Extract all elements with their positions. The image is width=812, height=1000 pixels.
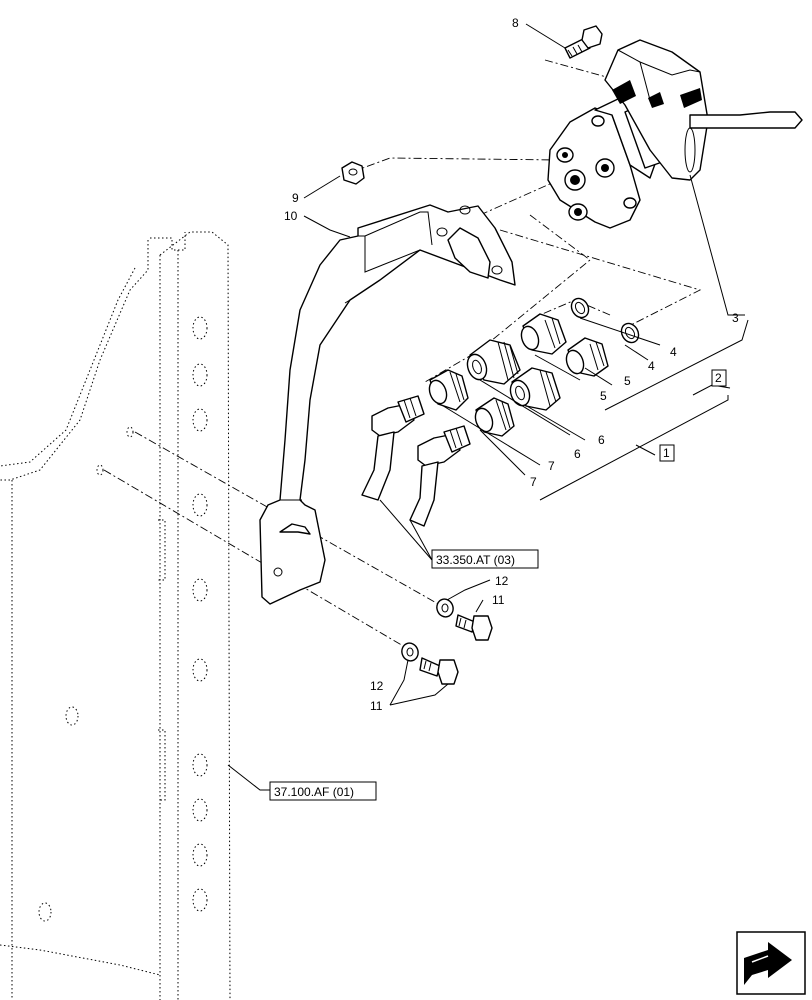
- assembly-callout-1: 1: [659, 444, 675, 462]
- reference-label: 33.350.AT (03): [436, 553, 515, 567]
- arrow-navigation-icon[interactable]: [736, 931, 806, 995]
- sealing-rings: [570, 297, 640, 344]
- mounting-bracket: [259, 204, 516, 605]
- reference-label: 37.100.AF (01): [274, 785, 354, 799]
- callout-7: 7: [530, 475, 537, 489]
- callout-11: 11: [492, 593, 505, 607]
- nut-9: [341, 161, 365, 185]
- frame-rail: [0, 231, 231, 1000]
- callout-5: 5: [600, 389, 607, 403]
- callout-10: 10: [284, 209, 298, 223]
- control-valve: [547, 39, 803, 229]
- callout-5: 5: [624, 374, 631, 388]
- callout-4: 4: [648, 359, 655, 373]
- hose-ends: [361, 395, 471, 527]
- assembly-2-label: 2: [715, 371, 722, 385]
- assembly-1-label: 1: [663, 446, 670, 460]
- bolt-8: [564, 25, 603, 59]
- alignment-lines: [103, 59, 702, 651]
- callout-9: 9: [292, 191, 299, 205]
- callout-4: 4: [670, 345, 677, 359]
- assembly-callout-2: 2: [711, 369, 727, 387]
- callout-8: 8: [512, 16, 519, 30]
- callout-12: 12: [495, 574, 509, 588]
- callout-labels: 8 9 10 3 4 4 5 5 6 6 7 7 12 11 12 11: [284, 16, 739, 713]
- callout-7: 7: [548, 459, 555, 473]
- callout-11: 11: [370, 699, 383, 713]
- callout-6: 6: [598, 433, 605, 447]
- reference-link-37-100-af-01[interactable]: 37.100.AF (01): [269, 781, 377, 801]
- dust-caps: [428, 369, 515, 437]
- callout-12: 12: [370, 679, 384, 693]
- reference-link-33-350-at-03[interactable]: 33.350.AT (03): [431, 549, 539, 569]
- adapters: [520, 313, 609, 377]
- washers-and-bolts: [401, 598, 493, 685]
- leader-lines: [227, 23, 749, 791]
- callout-3: 3: [732, 311, 739, 325]
- couplers: [466, 339, 561, 411]
- callout-6: 6: [574, 447, 581, 461]
